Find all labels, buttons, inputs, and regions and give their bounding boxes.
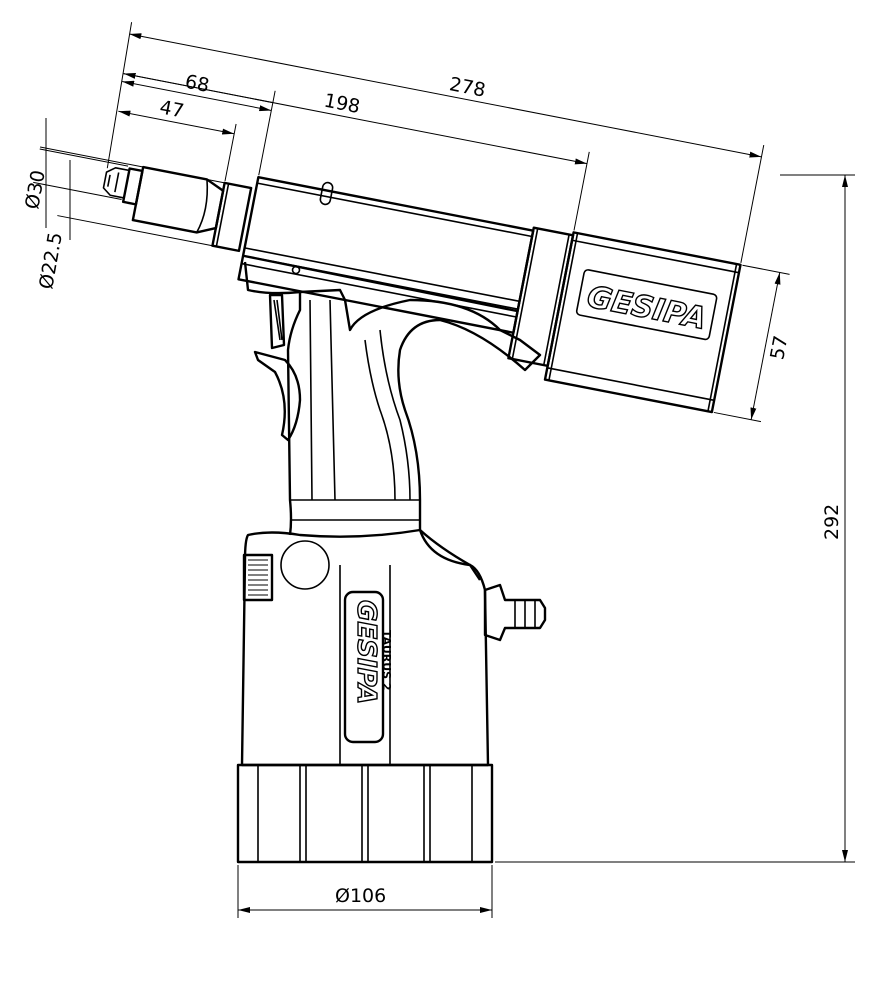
- base-nut: [236, 763, 494, 864]
- air-connector: [483, 583, 547, 642]
- trigger: [253, 350, 302, 442]
- nose-piece: [102, 165, 253, 253]
- taurus-2-label: TAURUS 2: [380, 630, 393, 691]
- release-button: [280, 540, 330, 590]
- dim-line-47: [118, 110, 235, 135]
- dim-line-278: [129, 33, 762, 158]
- cylinder-cap: GESIPA: [543, 231, 742, 414]
- dim-dia-106: Ø106: [335, 885, 386, 907]
- dim-line-57: [750, 272, 781, 420]
- dim-68: 68: [183, 71, 211, 97]
- gesipa-logo-body: GESIPA TAURUS 2: [350, 599, 393, 705]
- svg-text:GESIPA: GESIPA: [351, 600, 381, 704]
- dim-dia-22-5: Ø22.5: [35, 231, 67, 291]
- handle-body: GESIPA TAURUS 2: [236, 261, 547, 864]
- dim-47: 47: [158, 96, 186, 122]
- dim-292: 292: [821, 504, 843, 540]
- grip-pad: [242, 553, 274, 602]
- dim-line-68: [122, 80, 272, 112]
- barrel-assembly: GESIPA: [102, 165, 742, 414]
- dim-dia-30: Ø30: [21, 169, 49, 211]
- trigger-lock: [268, 293, 286, 350]
- dim-57: 57: [766, 334, 792, 362]
- dimensions: 278 198 68 47 57 Ø30 Ø22.5 292 Ø106: [21, 22, 855, 918]
